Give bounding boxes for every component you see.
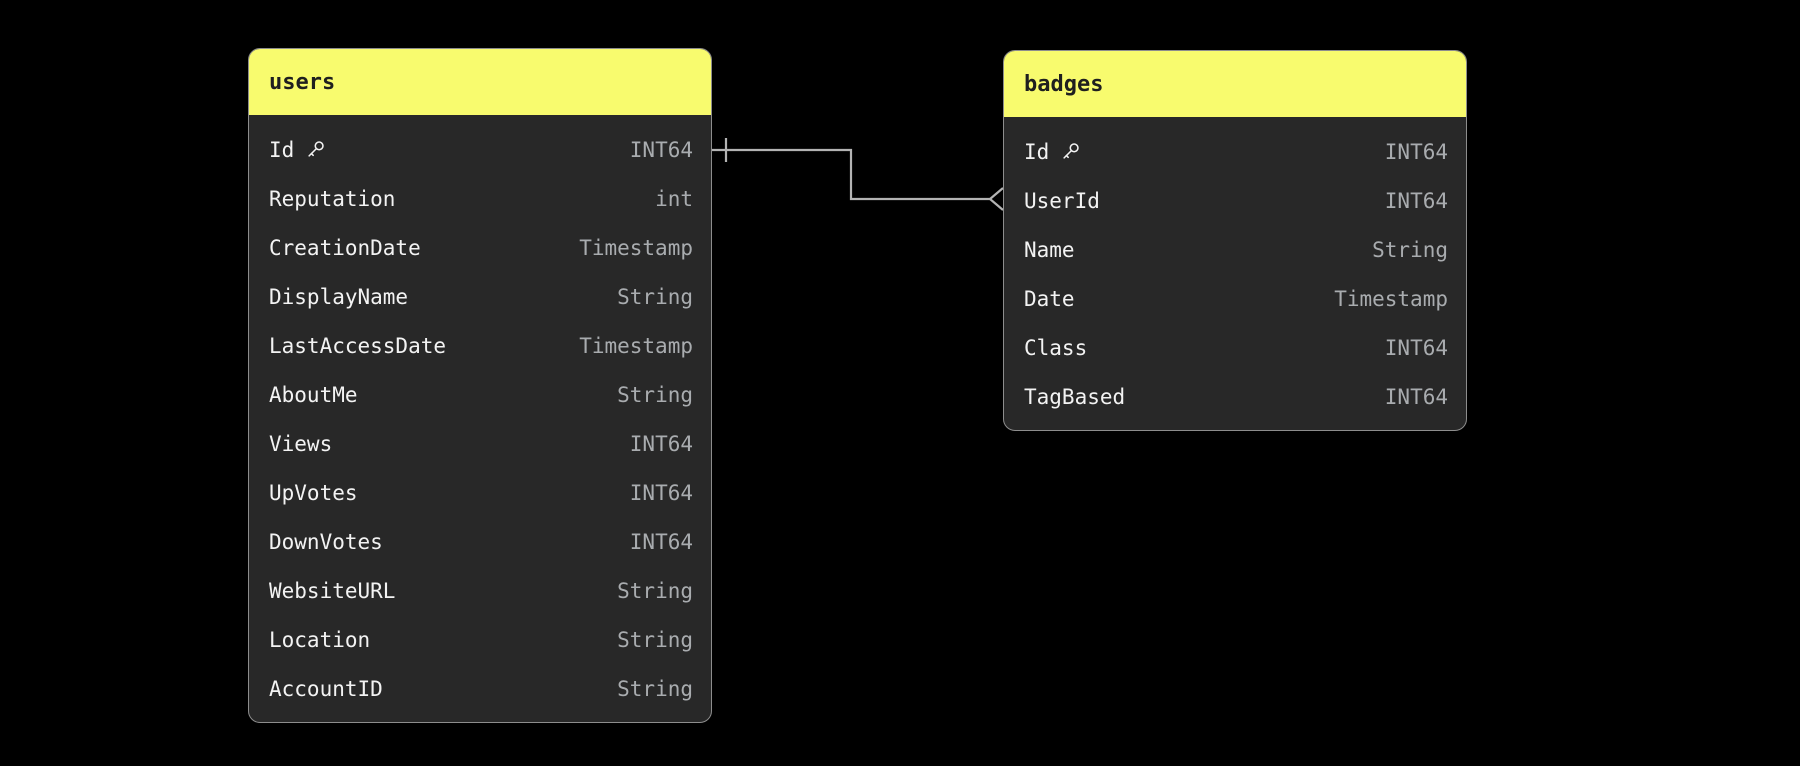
field-row: AboutMe String	[249, 370, 711, 419]
field-name: WebsiteURL	[269, 578, 396, 603]
field-row: DisplayName String	[249, 272, 711, 321]
table-node-badges[interactable]: badges Id INT64 UserId INT64 Name String	[1003, 50, 1467, 431]
field-name: Id	[1024, 139, 1050, 164]
field-name: DownVotes	[269, 529, 383, 554]
field-name: Class	[1024, 335, 1088, 360]
field-type: String	[617, 578, 693, 603]
field-type: Timestamp	[1334, 286, 1448, 311]
field-name: AccountID	[269, 676, 383, 701]
field-row: TagBased INT64	[1004, 372, 1466, 421]
field-name: Name	[1024, 237, 1075, 262]
field-type: Timestamp	[579, 333, 693, 358]
table-body: Id INT64 Reputation int CreationDate Tim…	[249, 115, 711, 722]
field-row: Id INT64	[1004, 127, 1466, 176]
field-row: Class INT64	[1004, 323, 1466, 372]
table-header[interactable]: badges	[1004, 51, 1466, 117]
field-row: AccountID String	[249, 664, 711, 713]
table-body: Id INT64 UserId INT64 Name String Date	[1004, 117, 1466, 430]
table-node-users[interactable]: users Id INT64 Reputation int CreationDa…	[248, 48, 712, 723]
relationship-line	[712, 148, 990, 201]
field-row: UpVotes INT64	[249, 468, 711, 517]
table-title: users	[269, 69, 336, 95]
field-type: INT64	[1384, 335, 1448, 360]
field-name: Date	[1024, 286, 1075, 311]
field-name: AboutMe	[269, 382, 358, 407]
field-name: DisplayName	[269, 284, 409, 309]
field-type: INT64	[1384, 384, 1448, 409]
field-name: UpVotes	[269, 480, 358, 505]
field-type: INT64	[1384, 188, 1448, 213]
field-name: TagBased	[1024, 384, 1126, 409]
field-row: Reputation int	[249, 174, 711, 223]
field-type: String	[617, 676, 693, 701]
field-type: String	[1372, 237, 1448, 262]
field-name: UserId	[1024, 188, 1100, 213]
field-type: Timestamp	[579, 235, 693, 260]
field-row: WebsiteURL String	[249, 566, 711, 615]
table-header[interactable]: users	[249, 49, 711, 115]
field-row: DownVotes INT64	[249, 517, 711, 566]
field-name: CreationDate	[269, 235, 421, 260]
field-row: Date Timestamp	[1004, 274, 1466, 323]
field-type: INT64	[629, 480, 693, 505]
field-name: Reputation	[269, 186, 396, 211]
field-name: LastAccessDate	[269, 333, 447, 358]
field-type: INT64	[629, 529, 693, 554]
field-type: INT64	[1384, 139, 1448, 164]
field-row: UserId INT64	[1004, 176, 1466, 225]
field-type: String	[617, 627, 693, 652]
field-row: Location String	[249, 615, 711, 664]
primary-key-icon	[1059, 141, 1081, 163]
field-row: Views INT64	[249, 419, 711, 468]
field-type: String	[617, 382, 693, 407]
field-name: Location	[269, 627, 371, 652]
field-type: INT64	[629, 137, 693, 162]
field-name: Id	[269, 137, 295, 162]
field-type: int	[655, 186, 693, 211]
field-row: Id INT64	[249, 125, 711, 174]
field-type: INT64	[629, 431, 693, 456]
field-row: Name String	[1004, 225, 1466, 274]
field-name: Views	[269, 431, 333, 456]
field-row: CreationDate Timestamp	[249, 223, 711, 272]
field-type: String	[617, 284, 693, 309]
primary-key-icon	[304, 139, 326, 161]
field-row: LastAccessDate Timestamp	[249, 321, 711, 370]
cardinality-many-marker	[988, 187, 1004, 211]
table-title: badges	[1024, 71, 1104, 97]
